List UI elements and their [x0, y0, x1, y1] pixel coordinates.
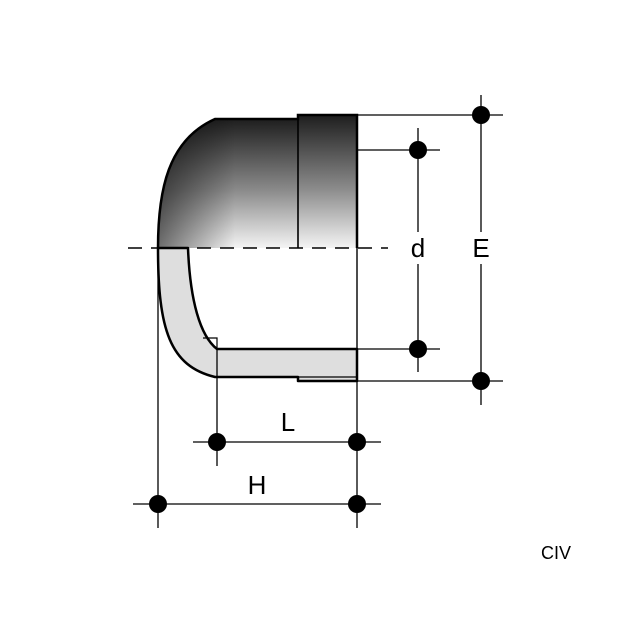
L-dot-right — [348, 433, 366, 451]
cap-exterior-upper-half — [156, 113, 359, 249]
d-label-backdrop — [407, 232, 429, 264]
product-code-label: CIV — [541, 543, 571, 563]
dimension-E: E — [357, 95, 503, 405]
H-dot-right — [348, 495, 366, 513]
cap-body-left-shadow — [158, 119, 235, 248]
E-dot-top — [472, 106, 490, 124]
dimension-d: d — [357, 128, 440, 372]
E-label: E — [472, 233, 489, 263]
d-dot-top — [409, 141, 427, 159]
H-label: H — [248, 470, 267, 500]
cap-upper-outline — [156, 113, 359, 249]
L-dot-left — [208, 433, 226, 451]
cap-wall-section — [156, 246, 359, 383]
L-label: L — [281, 407, 295, 437]
dimension-L: L — [193, 349, 381, 466]
E-dot-bottom — [472, 372, 490, 390]
H-dot-left — [149, 495, 167, 513]
cap-section-lower-half — [156, 246, 359, 383]
dimension-H: H — [133, 248, 381, 528]
E-label-backdrop — [469, 232, 493, 264]
cap-inner-bottom-detail — [203, 337, 218, 349]
cap-socket-band — [298, 115, 357, 248]
d-label: d — [411, 233, 425, 263]
d-dot-bottom — [409, 340, 427, 358]
